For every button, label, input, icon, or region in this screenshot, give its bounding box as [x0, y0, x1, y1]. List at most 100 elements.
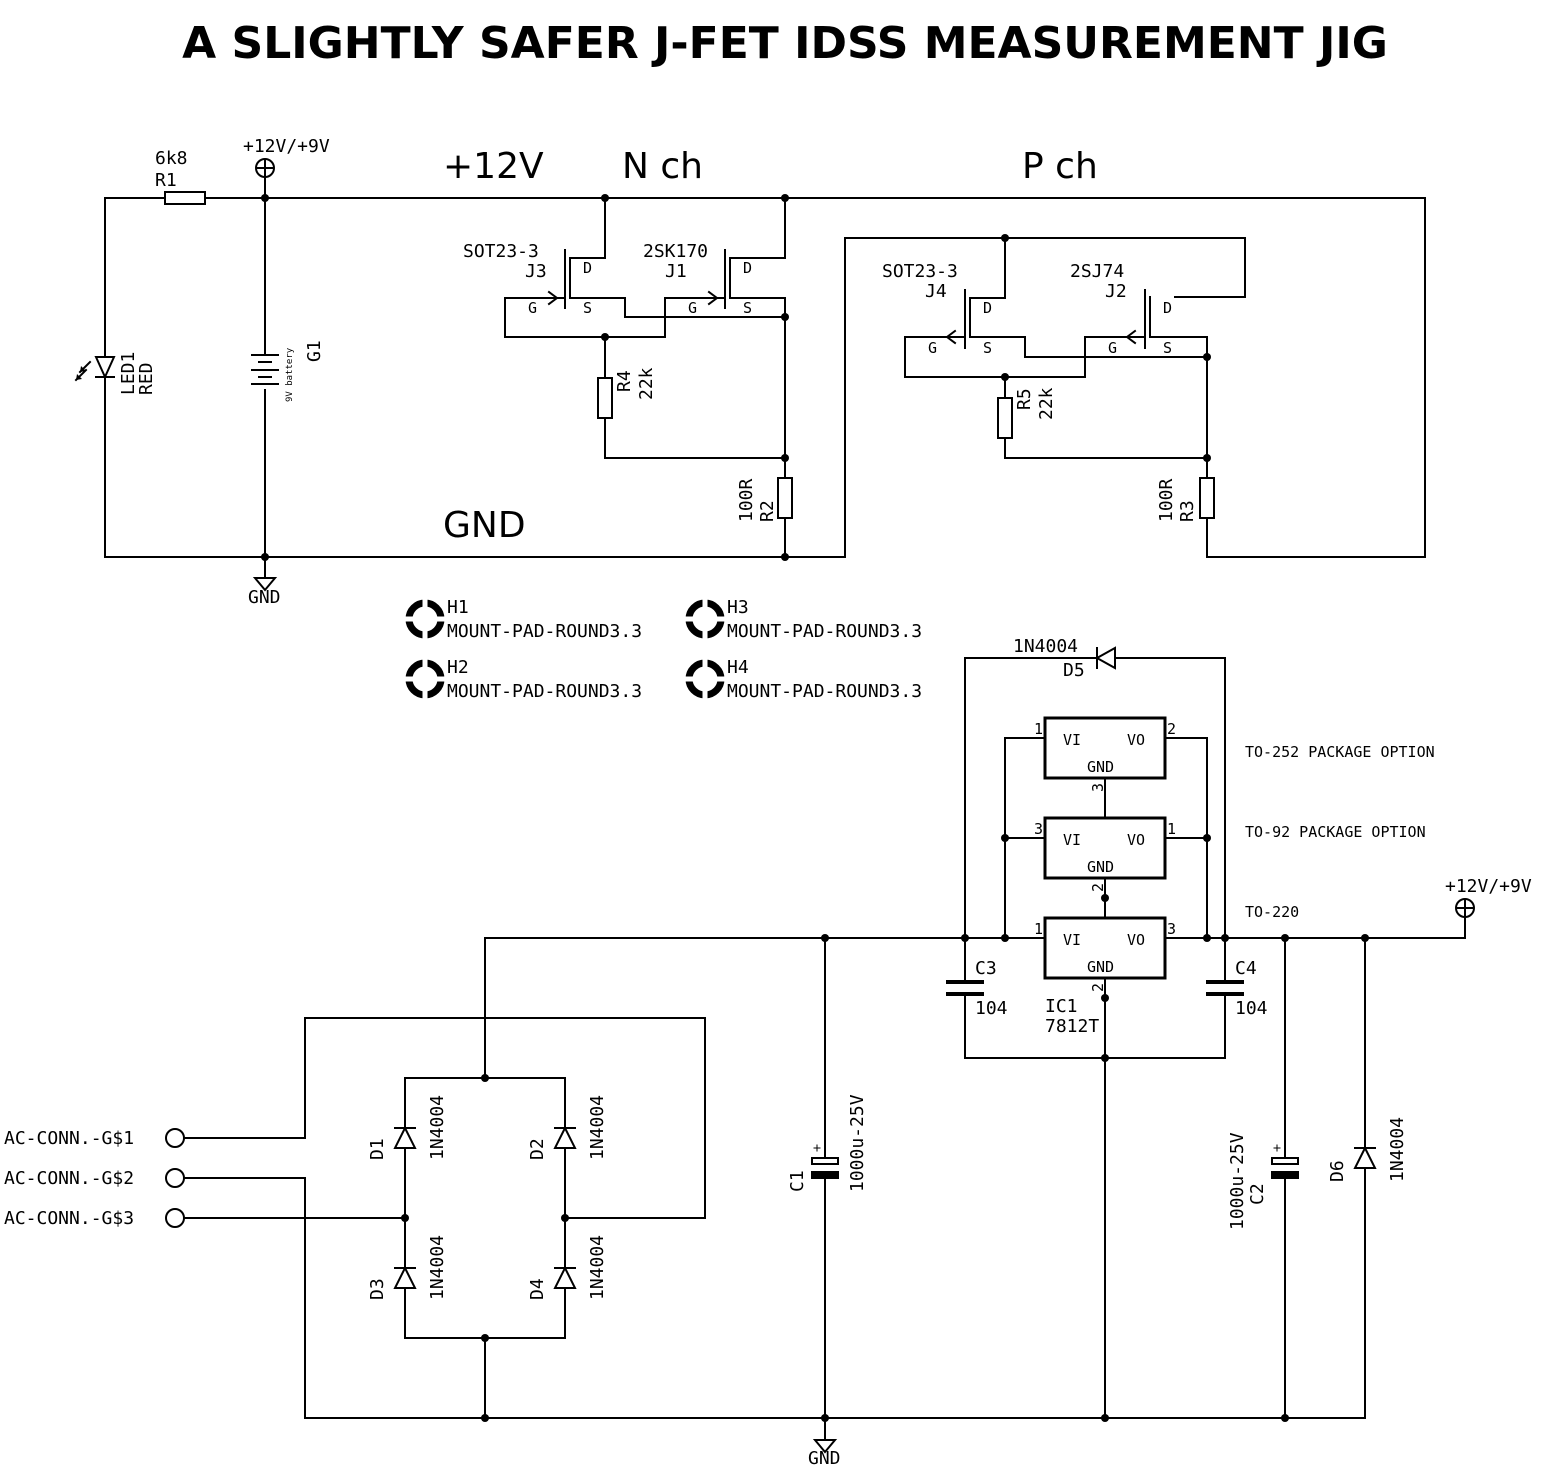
d4-ref: D4 [527, 1278, 548, 1300]
j1-value: 2SK170 [643, 241, 708, 262]
regulator-to252 [1043, 716, 1167, 780]
mount-pad-h1-icon [405, 599, 445, 639]
psu-junctions [401, 834, 1369, 1422]
rail-plus-label: +12V [443, 146, 544, 187]
j2-pin-s: S [1163, 339, 1172, 357]
j2-pin-d: D [1163, 299, 1172, 317]
to252-pin2: 2 [1167, 720, 1176, 738]
c2-capacitor [1271, 1144, 1299, 1179]
c4-capacitor [1206, 980, 1244, 996]
d6-diode-icon [1353, 1145, 1377, 1169]
d2-value: 1N4004 [587, 1095, 608, 1160]
h4-ref: H4 [727, 657, 749, 678]
p-ch-label: P ch [1022, 146, 1098, 187]
r1-value: 6k8 [155, 148, 188, 169]
to220-pin3: 3 [1167, 920, 1176, 938]
r3-resistor [1199, 477, 1215, 519]
regulator-to92 [1043, 816, 1167, 880]
j2-value: 2SJ74 [1070, 261, 1124, 282]
j4-ref: J4 [925, 281, 947, 302]
ic1-value: 7812T [1045, 1016, 1099, 1037]
j4-symbol [944, 289, 971, 349]
c3-capacitor [946, 980, 984, 996]
battery-value: 9V battery [285, 347, 295, 402]
j1-pin-s: S [743, 299, 752, 317]
j3-value: SOT23-3 [463, 241, 539, 262]
mount-pad-h2-icon [405, 659, 445, 699]
j2-ref: J2 [1105, 281, 1127, 302]
d6-value: 1N4004 [1387, 1117, 1408, 1182]
supply-label-right: +12V/+9V [1445, 876, 1532, 897]
schematic-title: A SLIGHTLY SAFER J-FET IDSS MEASUREMENT … [182, 18, 1388, 69]
j3-pin-g: G [528, 299, 537, 317]
d2-ref: D2 [527, 1138, 548, 1160]
j3-pin-d: D [583, 259, 592, 277]
gnd-symbol-top [252, 577, 278, 592]
d5-diode-icon [1094, 646, 1116, 670]
led-value: RED [136, 362, 157, 395]
to92-pin3: 3 [1034, 820, 1043, 838]
r2-value: 100R [736, 478, 757, 522]
regulator-to220 [1043, 916, 1167, 980]
to220-label: TO-220 [1245, 903, 1299, 921]
c2-value: 1000u-25V [1227, 1132, 1248, 1230]
c1-capacitor [811, 1144, 839, 1179]
c3-ref: C3 [975, 958, 997, 979]
gnd-symbol-bottom [812, 1439, 838, 1454]
h2-value: MOUNT-PAD-ROUND3.3 [447, 681, 642, 702]
ic1-ref: IC1 [1045, 996, 1078, 1017]
h1-value: MOUNT-PAD-ROUND3.3 [447, 621, 642, 642]
n-ch-label: N ch [622, 146, 703, 187]
d5-value: 1N4004 [1013, 636, 1078, 657]
to92-vi: VI [1063, 831, 1081, 849]
mount-pad-h3-icon [685, 599, 725, 639]
to252-option-label: TO-252 PACKAGE OPTION [1245, 743, 1435, 761]
h4-value: MOUNT-PAD-ROUND3.3 [727, 681, 922, 702]
c1-value: 1000u-25V [847, 1094, 868, 1192]
to220-pin1: 1 [1034, 920, 1043, 938]
supply-symbol-top [255, 158, 275, 199]
psu-wires [184, 657, 1466, 1441]
supply-symbol-right [1455, 898, 1475, 918]
top-wires [104, 197, 1426, 579]
led-symbol [74, 356, 116, 382]
to92-pin1: 1 [1167, 820, 1176, 838]
to220-gnd: GND [1087, 958, 1114, 976]
j3-pin-s: S [583, 299, 592, 317]
h3-ref: H3 [727, 597, 749, 618]
gnd-label-top: GND [248, 587, 281, 608]
to252-vi: VI [1063, 731, 1081, 749]
to92-pin2: 2 [1089, 883, 1107, 892]
to252-vo: VO [1127, 731, 1145, 749]
d3-ref: D3 [367, 1278, 388, 1300]
c2-ref: C2 [1247, 1183, 1268, 1205]
top-junctions [261, 194, 1211, 561]
r1-ref: R1 [155, 170, 177, 191]
r5-resistor [997, 397, 1013, 439]
ac-conn-1-label: AC-CONN.-G$1 [4, 1128, 134, 1149]
r2-ref: R2 [757, 500, 778, 522]
h1-ref: H1 [447, 597, 469, 618]
j2-pin-g: G [1108, 339, 1117, 357]
r3-value: 100R [1156, 478, 1177, 522]
r2-resistor [777, 477, 793, 519]
d1-diode-icon [393, 1125, 417, 1149]
supply-label-top: +12V/+9V [243, 136, 330, 157]
c3-value: 104 [975, 998, 1008, 1019]
rail-gnd-label: GND [443, 505, 526, 546]
r1-resistor [164, 191, 206, 205]
j4-pin-d: D [983, 299, 992, 317]
d2-diode-icon [553, 1125, 577, 1149]
d3-diode-icon [393, 1265, 417, 1289]
r3-ref: R3 [1177, 500, 1198, 522]
r5-ref: R5 [1014, 388, 1035, 410]
d4-value: 1N4004 [587, 1235, 608, 1300]
h3-value: MOUNT-PAD-ROUND3.3 [727, 621, 922, 642]
r4-value: 22k [636, 367, 657, 400]
c1-ref: C1 [787, 1170, 808, 1192]
h2-ref: H2 [447, 657, 469, 678]
d4-diode-icon [553, 1265, 577, 1289]
j1-symbol [704, 249, 731, 309]
j2-symbol [1119, 289, 1151, 349]
